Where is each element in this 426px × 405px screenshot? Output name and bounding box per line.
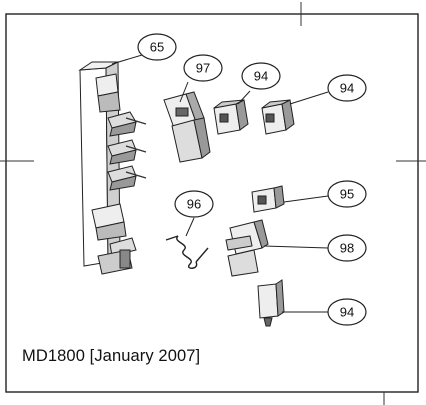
callout-96: 96 [174,190,214,218]
callout-97: 97 [183,54,223,82]
callout-94-c-label: 94 [340,305,354,320]
part-65-holder [78,61,147,275]
diagram-frame [5,13,419,393]
part-98-latch [225,219,269,277]
callout-97-label: 97 [196,61,210,76]
part-95-clip [251,185,285,213]
callout-65-label: 65 [150,40,164,55]
callout-95-label: 95 [340,187,354,202]
callout-94-a: 94 [241,62,281,90]
callout-94-b-label: 94 [340,81,354,96]
diagram-caption: MD1800 [January 2007] [22,347,201,365]
callout-94-c: 94 [327,298,367,326]
leader-lines [111,54,329,313]
part-94-clip-a [213,99,249,135]
callout-95: 95 [327,180,367,208]
callout-96-label: 96 [187,197,201,212]
part-96-spring [165,235,209,269]
callout-94-b: 94 [327,74,367,102]
part-97-bracket [163,91,211,163]
callout-65: 65 [137,33,177,61]
callout-94-a-label: 94 [254,69,268,84]
part-94-clip-b [261,99,295,135]
callout-98: 98 [327,234,367,262]
part-94-clip-c [257,279,285,327]
callout-98-label: 98 [340,241,354,256]
